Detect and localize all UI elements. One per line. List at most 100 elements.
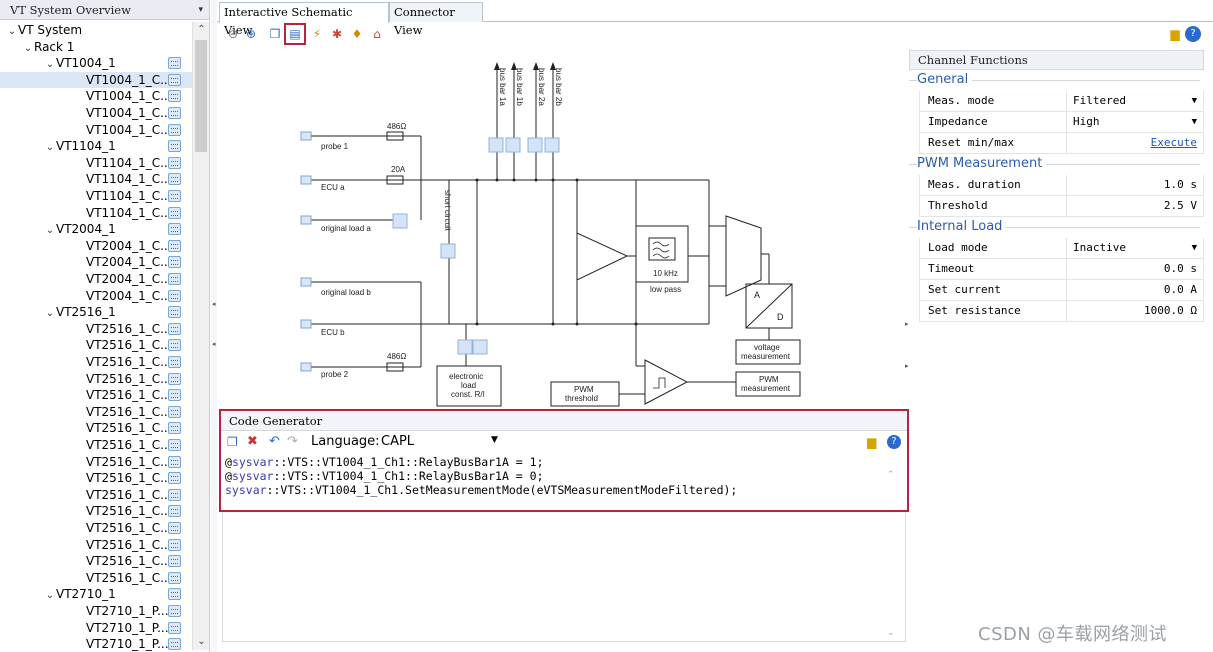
- redo-icon[interactable]: ↷: [287, 434, 298, 449]
- property-value-text: Inactive: [1073, 241, 1126, 254]
- tree-node[interactable]: ⌄VT System: [0, 22, 192, 38]
- tree-node[interactable]: VT1004_1_C...: [0, 71, 192, 88]
- tree-node[interactable]: ⌄Rack 1: [0, 39, 192, 55]
- scroll-down-icon[interactable]: ⌄: [197, 636, 206, 647]
- chevron-down-icon[interactable]: ▼: [1191, 96, 1197, 106]
- tree-node[interactable]: VT2516_1_C...: [0, 537, 192, 553]
- property-value[interactable]: 0.0 s: [1066, 259, 1203, 279]
- pin-icon[interactable]: ▾: [198, 4, 203, 15]
- home-icon[interactable]: ⌂: [373, 27, 381, 41]
- folder-icon[interactable]: ▆: [1170, 27, 1180, 41]
- tree-node[interactable]: ⌄VT2710_1: [0, 586, 192, 602]
- tree-node[interactable]: VT2516_1_C...: [0, 454, 192, 470]
- tree-node[interactable]: ⌄VT2516_1: [0, 304, 192, 320]
- tab-connector-view[interactable]: Connector View: [389, 2, 483, 37]
- tree-node[interactable]: VT1104_1_C...: [0, 188, 192, 204]
- copy-code-icon[interactable]: ❐: [227, 435, 238, 449]
- tree-node-label: VT1004_1_C...: [86, 106, 172, 120]
- undo-icon[interactable]: ↶: [269, 434, 280, 449]
- property-value[interactable]: Filtered▼: [1066, 91, 1203, 111]
- tree-node[interactable]: VT2516_1_C...: [0, 420, 192, 436]
- property-value[interactable]: Execute: [1066, 133, 1203, 153]
- tree-node-label: VT2516_1_C...: [86, 404, 172, 419]
- tree-node[interactable]: VT2004_1_C...: [0, 254, 192, 270]
- tree-node[interactable]: VT2710_1_P...: [0, 603, 192, 619]
- chevron-down-icon[interactable]: ▼: [1191, 243, 1197, 253]
- tree-node[interactable]: VT2516_1_C...: [0, 520, 192, 536]
- property-value[interactable]: 1000.0 Ω: [1066, 301, 1203, 321]
- execute-link[interactable]: Execute: [1150, 136, 1197, 149]
- tree-node[interactable]: VT2516_1_C...: [0, 371, 192, 387]
- code-help-icon[interactable]: ?: [887, 435, 901, 449]
- collapse-left-icon[interactable]: ◂: [212, 300, 216, 308]
- property-value[interactable]: 2.5 V: [1066, 196, 1203, 216]
- chevron-down-icon[interactable]: ▼: [491, 435, 498, 445]
- code-editor-area[interactable]: [222, 512, 906, 642]
- tree-node-label: VT1104_1_C...: [86, 172, 172, 187]
- code-folder-icon[interactable]: ▆: [867, 435, 877, 449]
- tree-node[interactable]: ⌄VT1004_1: [0, 55, 192, 71]
- module-icon: [168, 156, 181, 169]
- tree-node[interactable]: VT2516_1_C...: [0, 337, 192, 353]
- tree-node[interactable]: VT2516_1_C...: [0, 470, 192, 486]
- tree-node[interactable]: VT1004_1_C...: [0, 105, 192, 121]
- tree-node[interactable]: VT2004_1_C...: [0, 238, 192, 254]
- measure-icon[interactable]: ▤: [284, 23, 306, 45]
- scroll-up-icon[interactable]: ⌃: [197, 24, 206, 35]
- tree-node[interactable]: ⌄VT1104_1: [0, 138, 192, 154]
- chevron-down-icon[interactable]: ⌄: [7, 26, 17, 37]
- tree-node[interactable]: VT2516_1_C...: [0, 321, 192, 337]
- tree-node[interactable]: VT2516_1_C...: [0, 503, 192, 519]
- tree-node[interactable]: VT2516_1_C...: [0, 570, 192, 586]
- expand-left-icon[interactable]: ◂: [212, 340, 216, 348]
- tree-node[interactable]: VT1004_1_C...: [0, 122, 192, 138]
- tree-node-label: VT2516_1_C...: [86, 537, 172, 552]
- tree-node[interactable]: VT1104_1_C...: [0, 205, 192, 221]
- chevron-down-icon[interactable]: ⌄: [45, 142, 55, 154]
- tab-interactive-schematic-view[interactable]: Interactive Schematic View: [219, 2, 389, 37]
- tree-node[interactable]: VT2516_1_C...: [0, 437, 192, 453]
- scroll-thumb[interactable]: [195, 40, 207, 152]
- chevron-down-icon[interactable]: ⌄: [45, 308, 55, 320]
- tree-node[interactable]: VT1004_1_C...: [0, 88, 192, 104]
- code-scroll-up-icon[interactable]: ⌃: [887, 470, 895, 480]
- copy-icon[interactable]: ❐: [269, 27, 281, 41]
- tree-node[interactable]: VT1104_1_C...: [0, 155, 192, 171]
- chevron-down-icon[interactable]: ⌄: [45, 590, 55, 602]
- zoom-out-icon[interactable]: ⊖: [227, 27, 239, 41]
- tree-node[interactable]: VT2516_1_C...: [0, 354, 192, 370]
- panel-splitter[interactable]: ◂ ◂: [211, 0, 217, 652]
- property-value[interactable]: Inactive ▼: [1066, 238, 1203, 258]
- zoom-in-icon[interactable]: ⊕: [245, 27, 257, 41]
- code-text-area[interactable]: @sysvar::VTS::VT1004_1_Ch1::RelayBusBar1…: [225, 455, 885, 497]
- collapse-right-icon[interactable]: ▸: [905, 320, 909, 328]
- tree-node[interactable]: VT2516_1_C...: [0, 387, 192, 403]
- tree-node[interactable]: VT2710_1_P...: [0, 620, 192, 636]
- property-value[interactable]: 1.0 s: [1066, 175, 1203, 195]
- bus-icon[interactable]: ⚡: [312, 27, 322, 41]
- expand-right-icon[interactable]: ▸: [905, 362, 909, 370]
- chevron-down-icon[interactable]: ⌄: [23, 42, 33, 54]
- tree-node[interactable]: ⌄VT2004_1: [0, 221, 192, 237]
- tree-node[interactable]: VT2710_1_P...: [0, 636, 192, 652]
- tree-node[interactable]: VT2516_1_C...: [0, 553, 192, 569]
- property-value[interactable]: High▼: [1066, 112, 1203, 132]
- module-icon: [168, 356, 181, 368]
- tree-node[interactable]: VT1104_1_C...: [0, 171, 192, 187]
- tree-node[interactable]: VT2004_1_C...: [0, 288, 192, 304]
- load-icon[interactable]: ♦: [351, 27, 363, 41]
- tree-scrollbar[interactable]: ⌃ ⌄: [192, 22, 209, 650]
- delete-code-icon[interactable]: ✖: [247, 434, 258, 449]
- chevron-down-icon[interactable]: ▼: [1191, 117, 1197, 127]
- property-value[interactable]: 0.0 A: [1066, 280, 1203, 300]
- tree-node[interactable]: VT2004_1_C...: [0, 271, 192, 287]
- chevron-down-icon[interactable]: ⌄: [45, 59, 55, 71]
- tree-node[interactable]: VT2516_1_C...: [0, 404, 192, 420]
- language-select[interactable]: CAPL: [381, 434, 415, 449]
- help-icon[interactable]: ?: [1185, 26, 1201, 42]
- chevron-down-icon[interactable]: ⌄: [45, 225, 55, 237]
- code-scroll-down-icon[interactable]: ⌄: [887, 628, 895, 638]
- tree-node[interactable]: VT2516_1_C...: [0, 487, 192, 503]
- error-icon[interactable]: ✱: [331, 27, 343, 41]
